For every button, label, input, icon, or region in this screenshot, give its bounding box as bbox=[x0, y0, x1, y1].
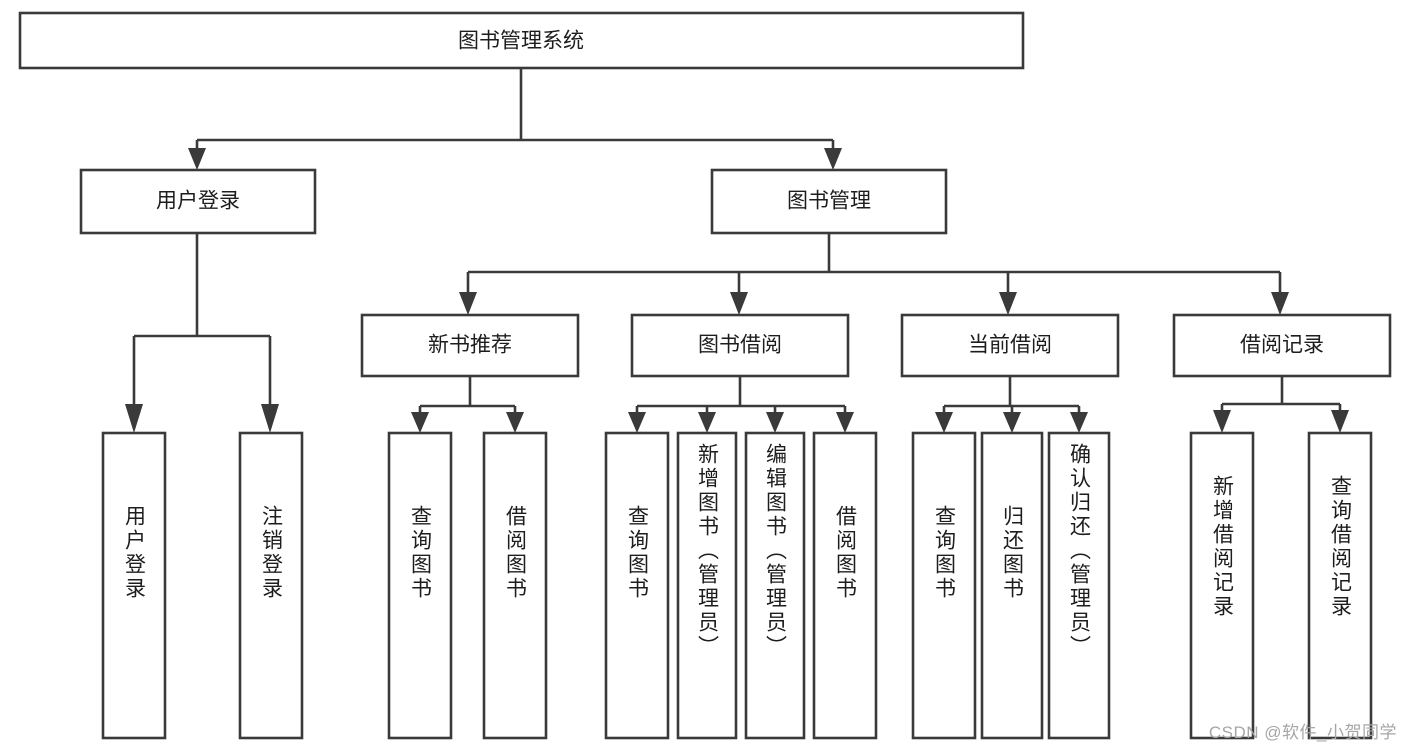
node-box-leaf-query-book-1[interactable] bbox=[387, 431, 453, 740]
arrow-head-user-login bbox=[188, 148, 206, 170]
arrow-head-leaf-borrow-book-1 bbox=[506, 412, 524, 433]
arrow-head-borrow-record bbox=[1271, 292, 1289, 315]
arrow-head-leaf-query-book-2 bbox=[628, 412, 646, 433]
node-label-new-book-recommend: 新书推荐 bbox=[428, 334, 512, 357]
node-box-leaf-logout[interactable] bbox=[238, 431, 304, 740]
arrow-head-leaf-query-book-3 bbox=[935, 412, 953, 433]
node-label-current-borrow: 当前借阅 bbox=[968, 334, 1052, 357]
node-box-user-login[interactable] bbox=[79, 168, 317, 235]
node-box-leaf-query-book-3[interactable] bbox=[911, 431, 977, 740]
node-box-leaf-user-login[interactable] bbox=[101, 431, 167, 740]
arrow-head-leaf-user-login bbox=[125, 404, 143, 433]
arrow-head-leaf-logout bbox=[261, 404, 279, 433]
node-label-borrow-record: 借阅记录 bbox=[1240, 334, 1324, 357]
arrow-head-leaf-confirm-return bbox=[1070, 412, 1088, 433]
connector-group-new-book-recommend bbox=[411, 376, 524, 433]
node-label-user-login: 用户登录 bbox=[156, 190, 240, 213]
node-box-leaf-edit-book[interactable] bbox=[744, 431, 806, 740]
arrow-head-current-borrow bbox=[999, 292, 1017, 315]
node-box-leaf-confirm-return[interactable] bbox=[1047, 431, 1111, 740]
node-box-leaf-add-record[interactable] bbox=[1189, 431, 1255, 740]
connector-group-borrow-record bbox=[1213, 376, 1349, 433]
node-box-leaf-add-book[interactable] bbox=[676, 431, 738, 740]
node-box-leaf-borrow-book-2[interactable] bbox=[812, 431, 878, 740]
node-box-borrow-record[interactable] bbox=[1172, 313, 1392, 378]
arrow-head-leaf-add-record bbox=[1213, 410, 1231, 433]
node-box-current-borrow[interactable] bbox=[900, 313, 1120, 378]
arrow-head-leaf-query-record bbox=[1331, 410, 1349, 433]
arrow-head-book-manage bbox=[824, 148, 842, 170]
connector-group-current-borrow bbox=[935, 376, 1088, 433]
arrow-head-book-borrow bbox=[730, 292, 748, 315]
connector-group-book-borrow bbox=[628, 376, 854, 433]
node-box-leaf-return-book[interactable] bbox=[980, 431, 1044, 740]
node-box-leaf-query-record[interactable] bbox=[1307, 431, 1373, 740]
connector-group-root bbox=[188, 68, 842, 170]
arrow-head-leaf-return-book bbox=[1003, 412, 1021, 433]
node-box-book-manage[interactable] bbox=[710, 168, 948, 235]
node-box-leaf-borrow-book-1[interactable] bbox=[482, 431, 548, 740]
node-label-book-borrow: 图书借阅 bbox=[698, 334, 782, 357]
node-box-new-book-recommend[interactable] bbox=[360, 313, 580, 378]
node-label-book-manage: 图书管理 bbox=[787, 190, 871, 213]
connector-group-book-manage bbox=[459, 233, 1289, 315]
node-label-root: 图书管理系统 bbox=[458, 30, 584, 53]
node-box-leaf-query-book-2[interactable] bbox=[604, 431, 670, 740]
arrow-head-leaf-add-book bbox=[698, 412, 716, 433]
watermark-text: CSDN @软件_小贺同学 bbox=[1208, 723, 1397, 742]
node-box-root[interactable] bbox=[18, 11, 1025, 70]
arrow-head-leaf-borrow-book-2 bbox=[836, 412, 854, 433]
connector-group-user-login bbox=[125, 233, 279, 433]
arrow-head-leaf-query-book-1 bbox=[411, 412, 429, 433]
arrow-head-leaf-edit-book bbox=[766, 412, 784, 433]
arrow-head-new-book-recommend bbox=[459, 292, 477, 315]
node-box-book-borrow[interactable] bbox=[630, 313, 850, 378]
